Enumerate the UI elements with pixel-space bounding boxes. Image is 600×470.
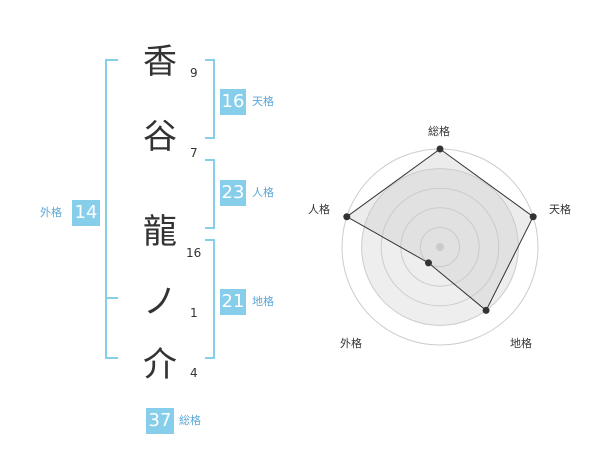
name-char-2: 谷 bbox=[143, 117, 177, 157]
radar-point-1 bbox=[529, 213, 537, 221]
stroke-count-2: 7 bbox=[190, 146, 198, 160]
radar-axis-label-soukaku: 総格 bbox=[428, 125, 450, 138]
gaikaku-label: 外格 bbox=[40, 206, 62, 219]
radar-center-dot bbox=[436, 243, 444, 251]
name-char-5: 介 bbox=[143, 345, 177, 385]
name-char-1: 香 bbox=[143, 42, 177, 82]
chikaku-bracket bbox=[205, 239, 215, 359]
tenkaku-label: 天格 bbox=[252, 95, 274, 108]
radar-point-4 bbox=[343, 213, 351, 221]
name-char-3: 龍 bbox=[143, 212, 177, 252]
radar-series-polygon bbox=[345, 148, 534, 312]
radar-grid-ring-3 bbox=[380, 187, 500, 307]
radar-axis-label-tenkaku: 天格 bbox=[549, 203, 571, 216]
tenkaku-value: 16 bbox=[220, 89, 246, 115]
soukaku-label: 総格 bbox=[179, 414, 201, 427]
tenkaku-bracket bbox=[205, 59, 215, 139]
radar-axis-label-gaikaku: 外格 bbox=[340, 337, 362, 350]
stroke-count-4: 1 bbox=[190, 306, 198, 320]
stroke-count-3: 16 bbox=[186, 246, 202, 260]
radar-axis-label-jinkaku: 人格 bbox=[308, 203, 330, 216]
radar-point-2 bbox=[482, 306, 490, 314]
radar-point-3 bbox=[424, 259, 432, 267]
jinkaku-value: 23 bbox=[220, 180, 246, 206]
jinkaku-label: 人格 bbox=[252, 186, 274, 199]
radar-grid-ring-1 bbox=[419, 226, 461, 268]
name-char-4: ノ bbox=[143, 282, 177, 322]
chikaku-value: 21 bbox=[220, 289, 246, 315]
soukaku-value: 37 bbox=[146, 408, 174, 434]
jinkaku-bracket bbox=[205, 159, 215, 229]
radar-point-0 bbox=[436, 145, 444, 153]
gaikaku-value: 14 bbox=[72, 200, 100, 226]
stroke-count-1: 9 bbox=[190, 66, 198, 80]
chikaku-label: 地格 bbox=[252, 295, 274, 308]
radar-axis-label-chikaku: 地格 bbox=[510, 337, 532, 350]
stroke-count-5: 4 bbox=[190, 366, 198, 380]
gaikaku-bracket bbox=[105, 59, 118, 359]
